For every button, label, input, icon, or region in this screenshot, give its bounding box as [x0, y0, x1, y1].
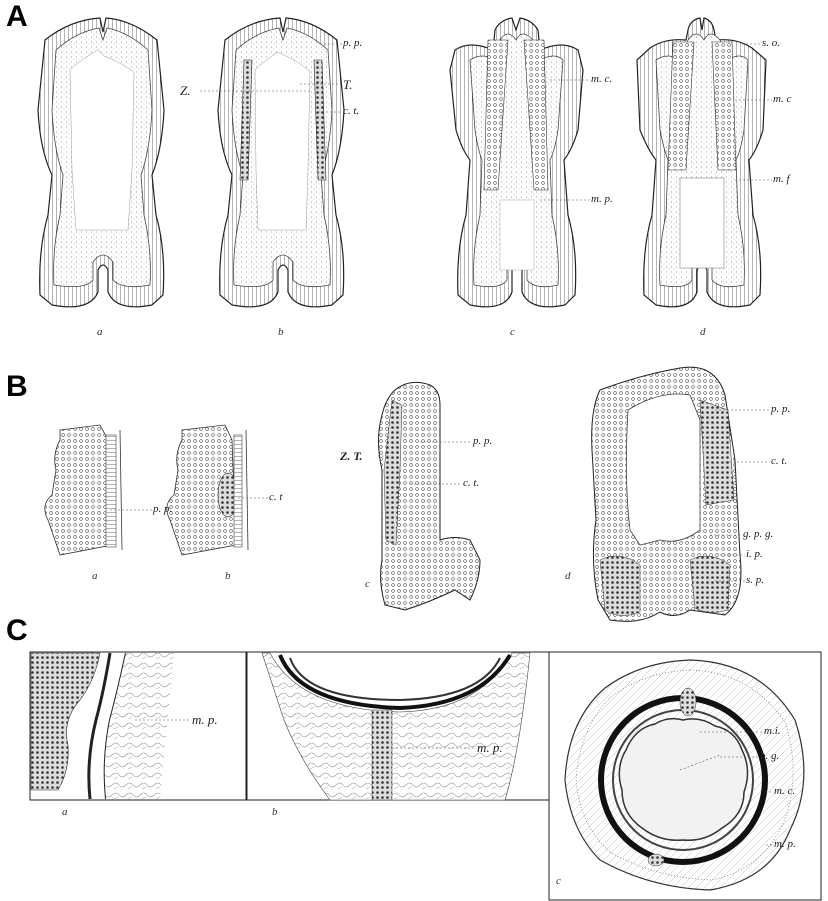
figure-c-b: [247, 652, 549, 800]
callout-c-c-bg: b. g.: [760, 750, 779, 762]
callout-c-c-mc: m. c.: [774, 785, 795, 797]
callout-c-c-mi: m.i.: [764, 725, 781, 737]
callout-c-a-mp: m. p.: [192, 712, 218, 728]
callout-c-b-mp: m. p.: [477, 740, 503, 756]
callout-c-c-mp: m. p.: [774, 838, 796, 850]
figure-c-c: [549, 652, 821, 900]
sublabel-c-b: b: [272, 806, 278, 818]
sublabel-c-a: a: [62, 806, 68, 818]
sublabel-c-c: c: [556, 875, 561, 887]
